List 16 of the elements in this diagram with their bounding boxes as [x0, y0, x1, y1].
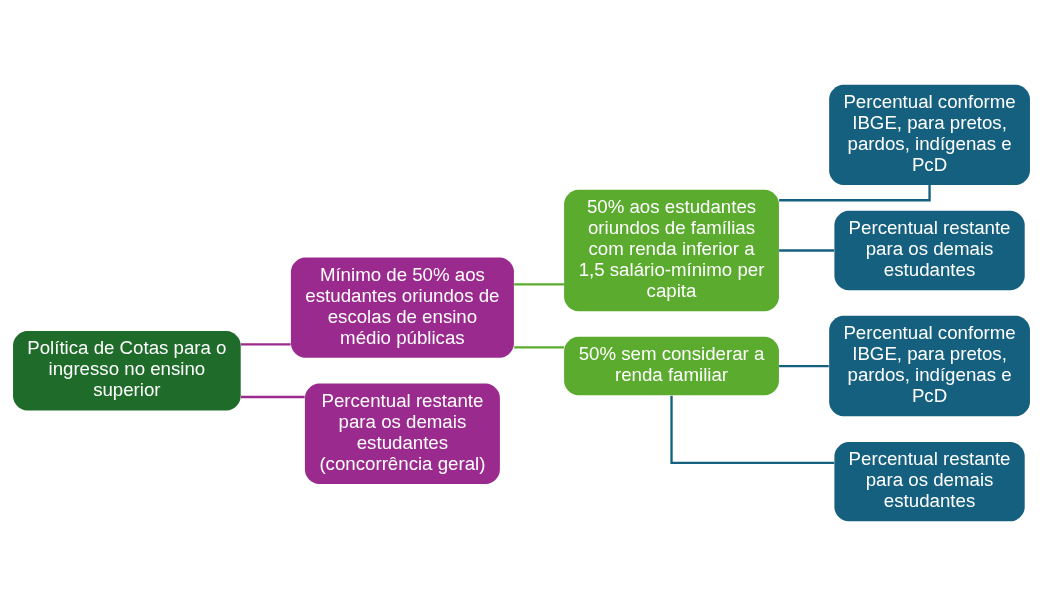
node-box: Percentual conforme IBGE, para pretos, pardos, indígenas e PcD — [829, 315, 1030, 417]
node-box: Política de Cotas para o ingresso no ensino superior — [13, 331, 241, 411]
connector — [240, 343, 291, 346]
node-box: Percentual restante para os demais estudantes — [834, 441, 1025, 522]
connector — [240, 395, 305, 399]
node-box: Percentual restante para os demais estudantes — [834, 210, 1025, 291]
node-box: 50% aos estudantes oriundos de famílias com renda inferior a 1,5 salário-mínimo per capita — [564, 189, 779, 312]
connector — [779, 249, 835, 252]
node-box: Percentual conforme IBGE, para pretos, pardos, indígenas e PcD — [829, 84, 1030, 186]
connector — [670, 395, 835, 465]
connector — [779, 364, 829, 368]
connector — [514, 346, 564, 349]
connector — [514, 283, 564, 286]
node-box: Mínimo de 50% aos estudantes oriundos de escolas de ensino médio públicas — [290, 257, 514, 358]
node-box: 50% sem considerar a renda familiar — [564, 336, 779, 396]
node-box: Percentual restante para os demais estudantes (concorrência geral) — [304, 383, 500, 484]
